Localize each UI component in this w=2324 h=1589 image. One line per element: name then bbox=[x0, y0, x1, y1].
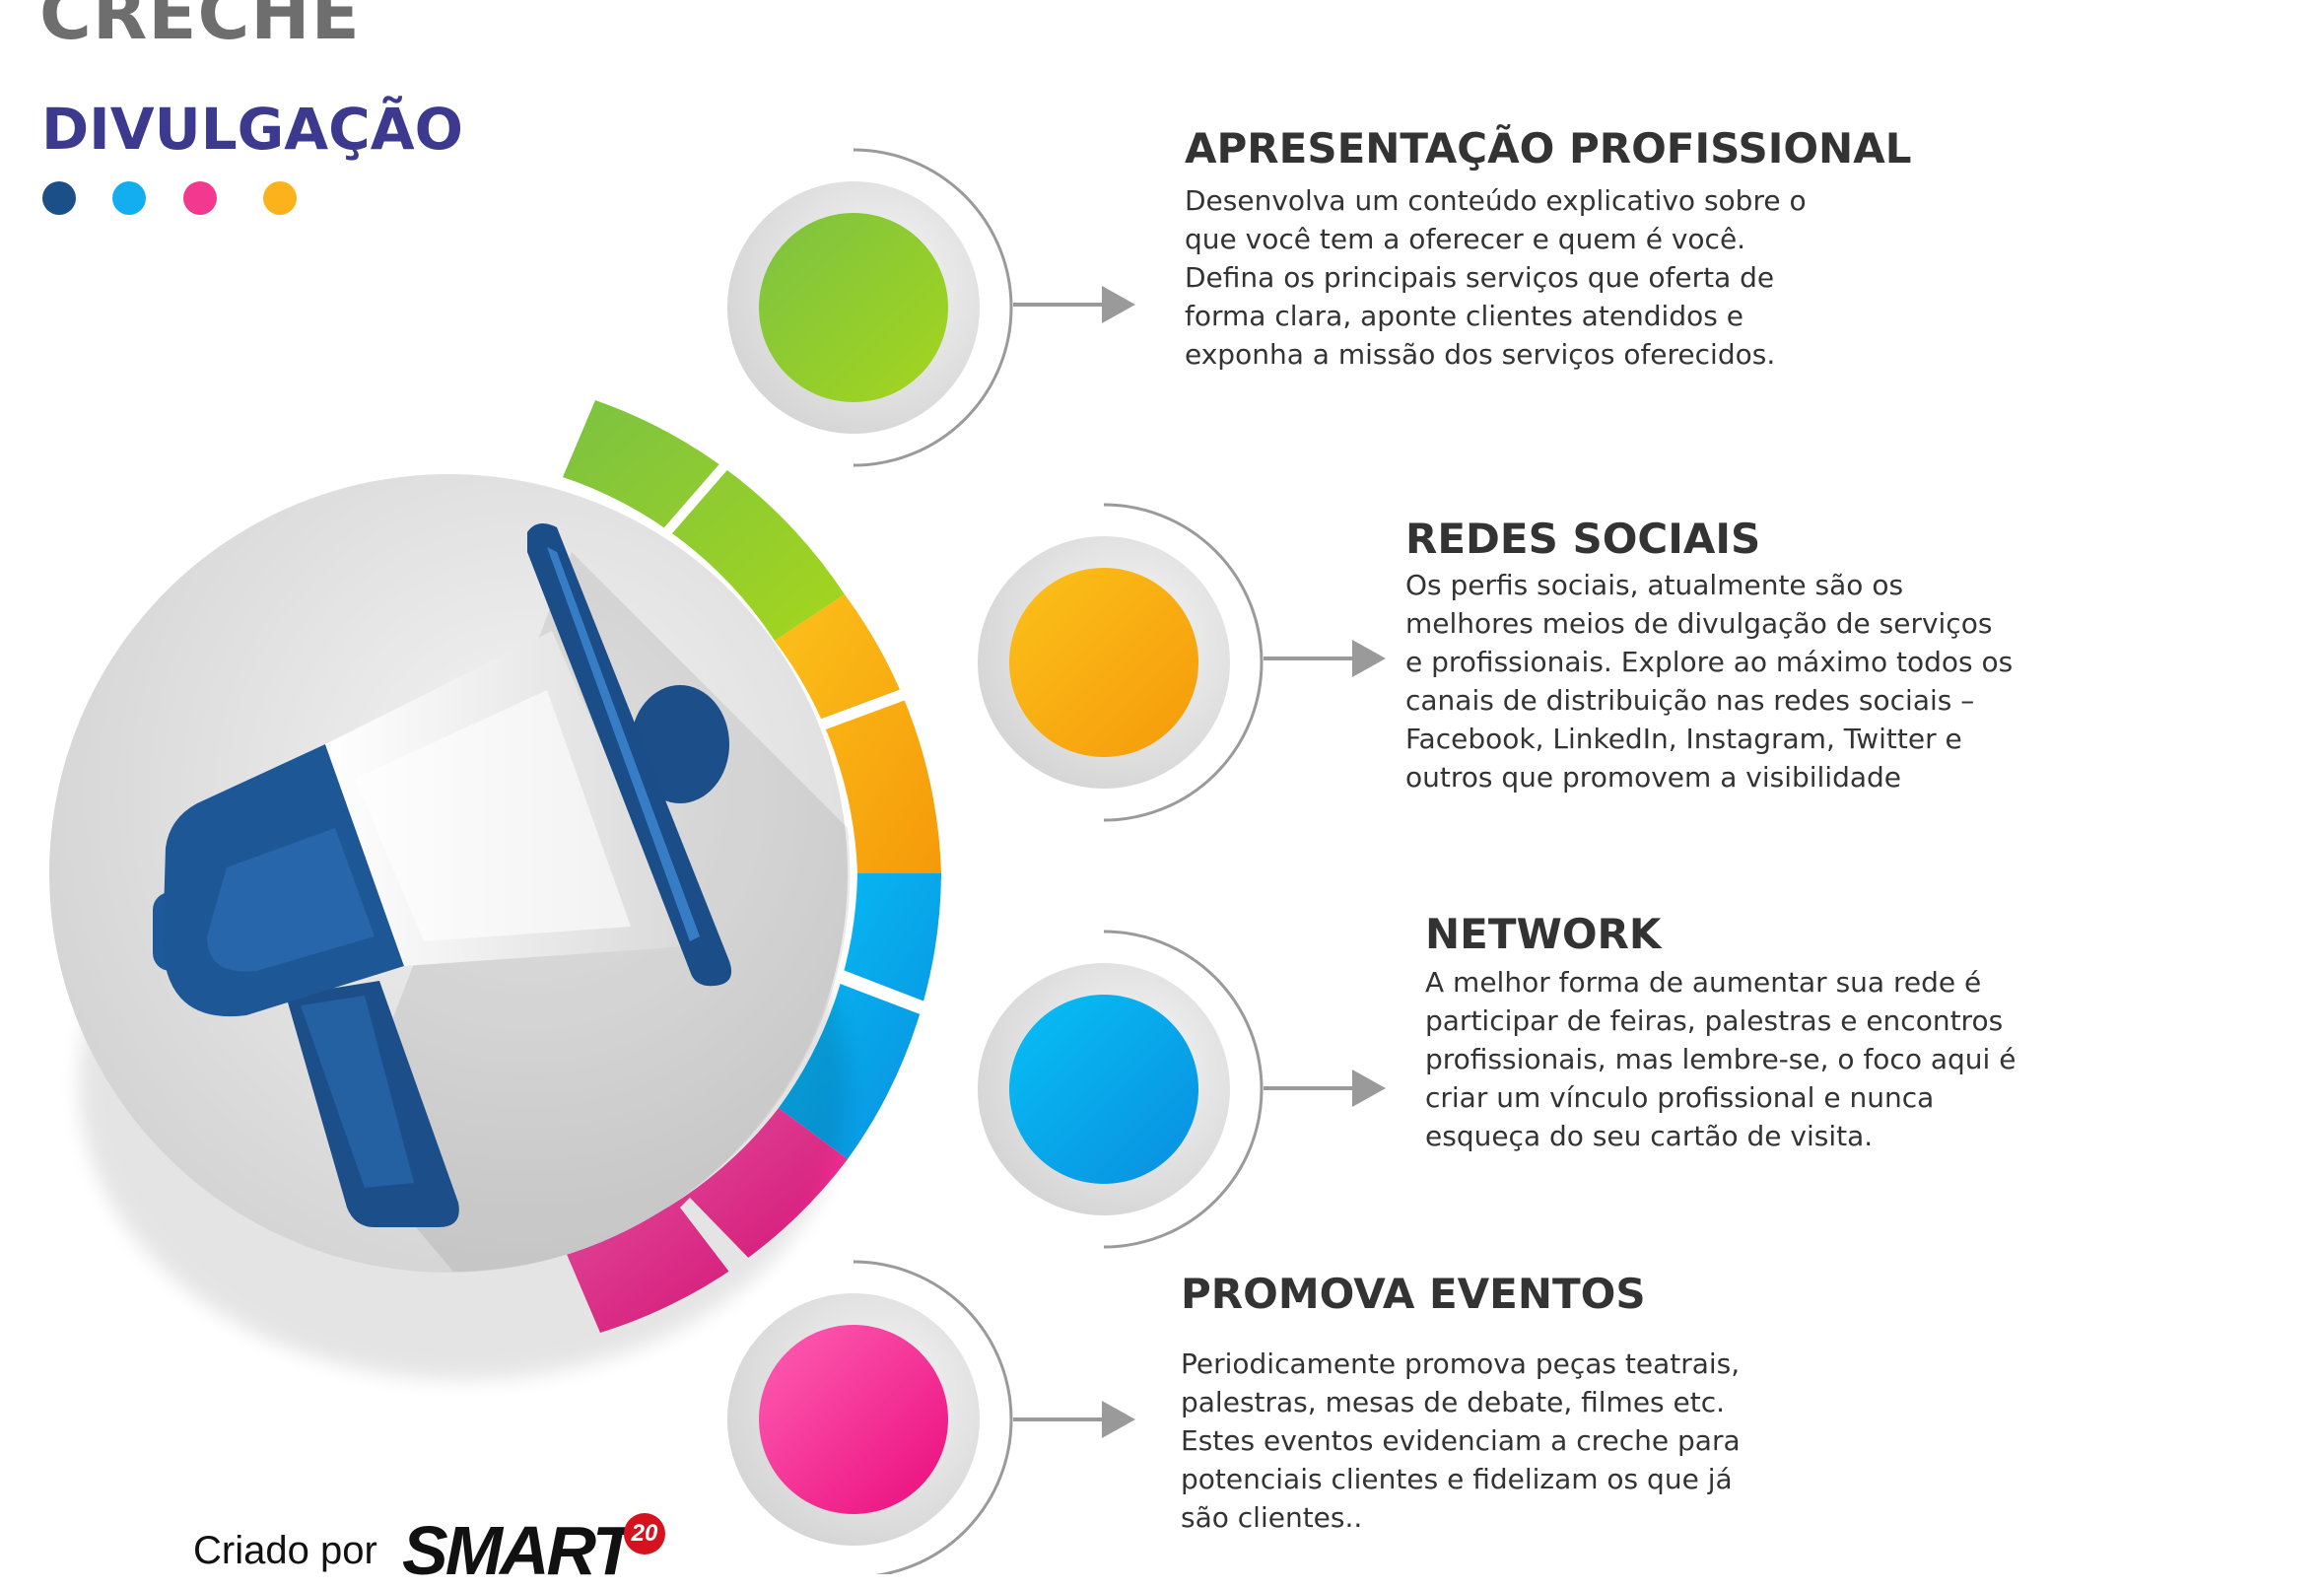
brand-badge: 20 bbox=[624, 1513, 665, 1554]
dot-navy bbox=[42, 181, 76, 215]
section-apresentacao: APRESENTAÇÃO PROFISSIONAL Desenvolva um … bbox=[1185, 124, 1912, 374]
ring-segment-orange bbox=[775, 594, 941, 873]
section-title: NETWORK bbox=[1425, 910, 1662, 958]
section-redes-sociais: REDES SOCIAIS Os perfis sociais, atualme… bbox=[1405, 515, 2016, 796]
node-green bbox=[727, 148, 1135, 467]
node-pink bbox=[727, 1260, 1135, 1574]
megaphone-icon bbox=[153, 523, 732, 1227]
section-title: APRESENTAÇÃO PROFISSIONAL bbox=[1185, 124, 1912, 173]
section-text: Periodicamente promova peças teatrais, p… bbox=[1181, 1347, 1741, 1535]
section-text: Desenvolva um conteúdo explicativo sobre… bbox=[1185, 184, 1807, 372]
node-blue bbox=[978, 930, 1386, 1249]
ring-segment-green bbox=[563, 400, 845, 641]
credit-text: Criado por bbox=[193, 1529, 377, 1572]
header-dots bbox=[42, 181, 297, 215]
page-subtitle: DIVULGAÇÃO bbox=[41, 96, 463, 163]
dot-blue bbox=[112, 181, 146, 215]
section-title: PROMOVA EVENTOS bbox=[1181, 1270, 1646, 1318]
section-text: Os perfis sociais, atualmente são os mel… bbox=[1405, 569, 2014, 794]
section-text: A melhor forma de aumentar sua rede é pa… bbox=[1425, 966, 2016, 1153]
section-promova-eventos: PROMOVA EVENTOS Periodicamente promova p… bbox=[1181, 1270, 1772, 1537]
section-title: REDES SOCIAIS bbox=[1405, 515, 1761, 563]
section-network: NETWORK A melhor forma de aumentar sua r… bbox=[1425, 910, 2026, 1155]
page-title: CRECHE bbox=[39, 0, 361, 55]
node-orange bbox=[978, 503, 1386, 822]
dot-pink bbox=[183, 181, 217, 215]
arrow-blue bbox=[830, 966, 1011, 1043]
arrow-orange bbox=[811, 658, 991, 733]
brand-logo: SMART bbox=[402, 1512, 635, 1589]
arrow-green bbox=[658, 394, 779, 540]
dot-yellow bbox=[263, 181, 297, 215]
